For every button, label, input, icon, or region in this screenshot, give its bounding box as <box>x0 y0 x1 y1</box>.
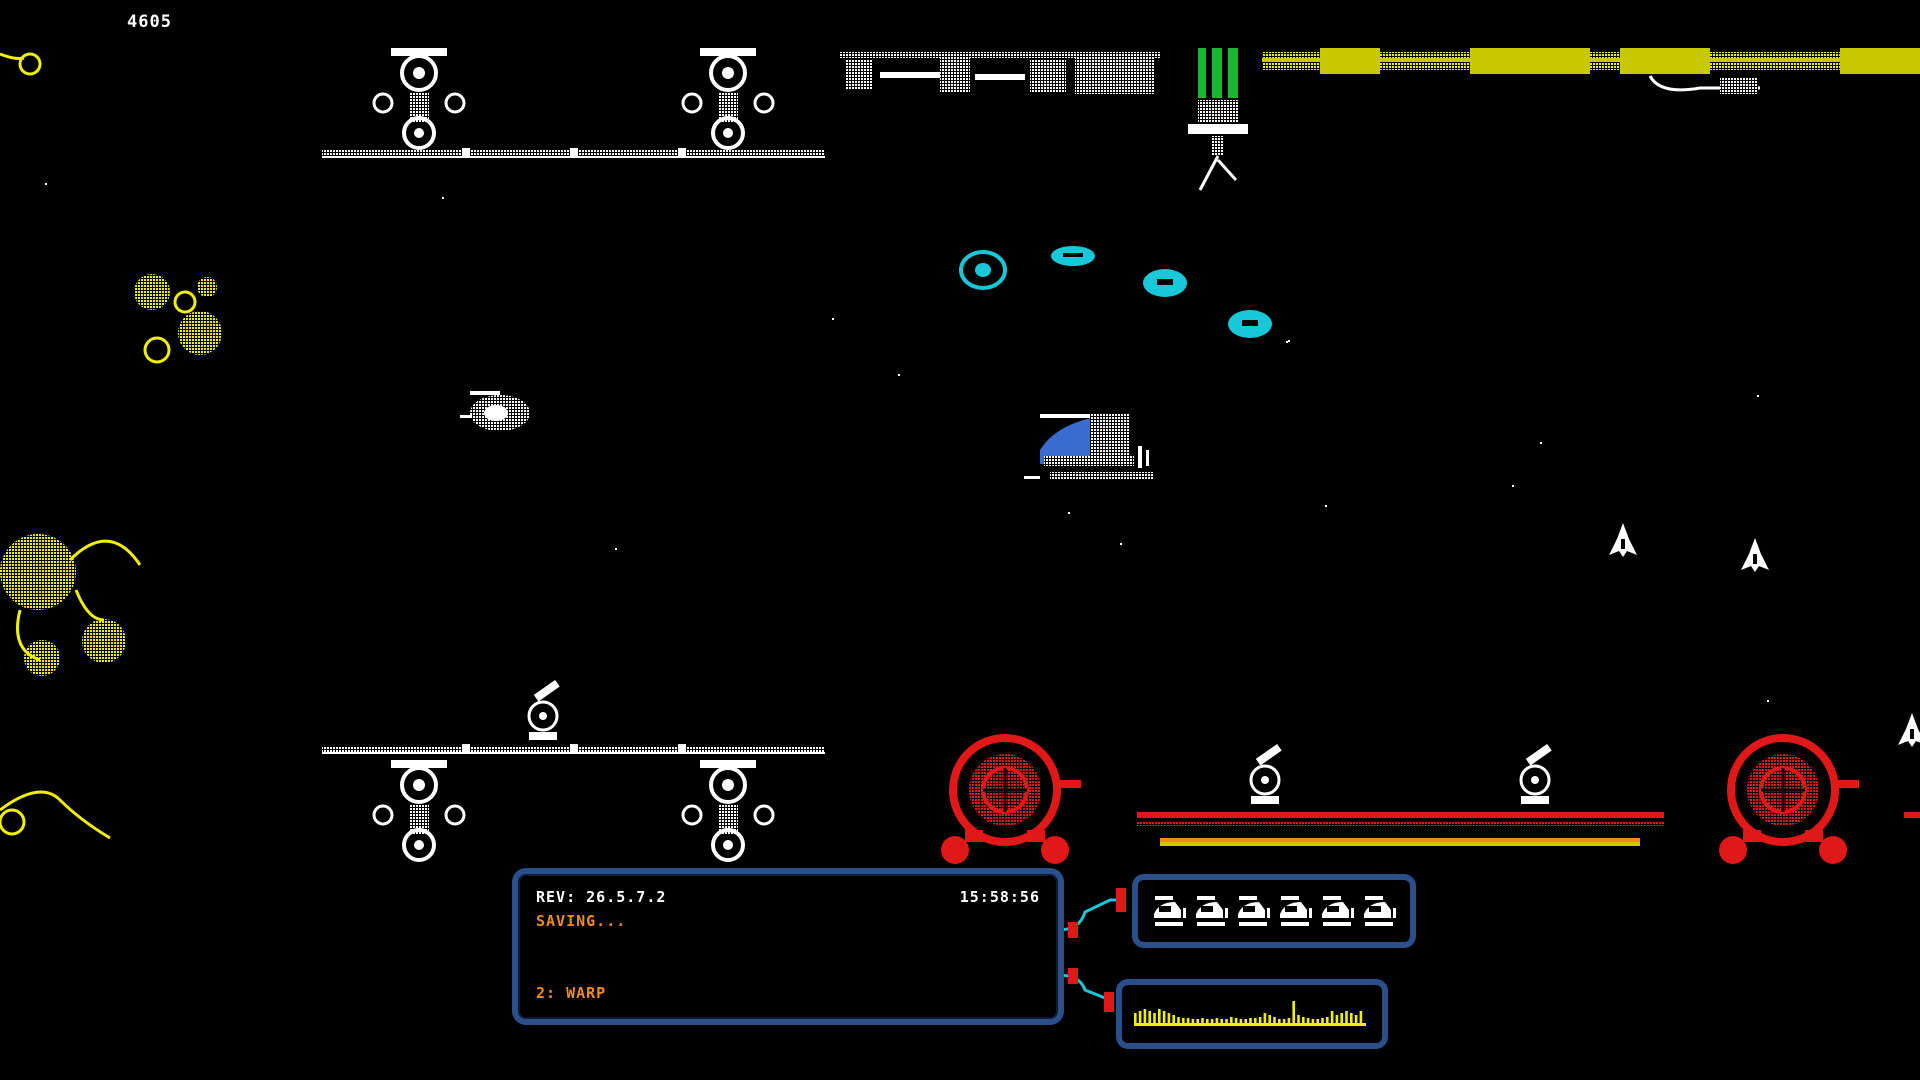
red-gear-turret-icon <box>1719 738 1859 864</box>
meter-bar <box>1134 1013 1137 1023</box>
meter-bar <box>1186 1018 1190 1023</box>
meter-bar <box>1210 1019 1214 1023</box>
meter-bar <box>1182 1018 1185 1023</box>
meter-baseline <box>1134 1023 1366 1026</box>
meter-bar <box>1220 1019 1223 1023</box>
lives-panel <box>1132 874 1416 948</box>
meter-bar <box>1359 1011 1363 1023</box>
meter-bar <box>1138 1011 1142 1023</box>
life-ship-icon <box>1154 896 1186 926</box>
meter-bar <box>1321 1018 1324 1023</box>
life-ship-icon <box>1238 896 1270 926</box>
cyan-drone-icon <box>1143 269 1187 297</box>
meter-bar <box>1287 1018 1291 1023</box>
meter-bar <box>1268 1015 1271 1023</box>
life-ship-icon <box>1364 896 1396 926</box>
upper-left-platform <box>322 46 825 158</box>
meter-bar <box>1225 1019 1228 1023</box>
status-message: SAVING... <box>536 912 627 930</box>
meter-bar <box>1282 1019 1286 1023</box>
rising-missile-icon <box>1609 523 1637 557</box>
ground-turret-icon <box>527 678 562 742</box>
life-ship-icon <box>1280 896 1312 926</box>
yellow-orb-creature <box>0 534 142 676</box>
score-readout: 4605 <box>127 12 172 32</box>
revision-label: REV: 26.5.7.2 <box>536 888 667 906</box>
meter-bar <box>1263 1013 1267 1023</box>
meter-bar <box>1302 1017 1305 1023</box>
meter-bar <box>1306 1018 1310 1023</box>
rail-turret-icon <box>1519 742 1554 806</box>
meter-bar <box>1177 1017 1180 1023</box>
meter-bar <box>1249 1018 1252 1023</box>
cyan-drone-icon <box>1228 310 1272 338</box>
meter-bar <box>1148 1011 1151 1023</box>
rising-missile-icon <box>1741 538 1769 572</box>
life-ship-icon <box>1196 896 1228 926</box>
meter-bar <box>1292 1001 1295 1023</box>
meter-bar <box>1230 1017 1233 1023</box>
lower-right-rail <box>1137 812 1920 846</box>
starfield <box>45 183 1769 702</box>
rising-missile-icon <box>1898 713 1920 747</box>
meter-bar <box>1191 1019 1195 1023</box>
message-console: REV: 26.5.7.2 15:58:56 SAVING... 2: WARP <box>512 868 1064 1025</box>
meter-bar <box>1254 1018 1257 1023</box>
meter-bar <box>1158 1009 1161 1023</box>
meter-bar <box>1244 1019 1247 1023</box>
meter-bar <box>1335 1015 1339 1023</box>
ceiling-machinery <box>840 52 1160 94</box>
meter-bar <box>1239 1019 1243 1023</box>
meter-bar <box>1326 1017 1329 1023</box>
meter-bar <box>1297 1015 1300 1023</box>
meter-bar <box>1258 1017 1262 1023</box>
energy-meter-bars <box>1134 1001 1366 1026</box>
yellow-spore-cluster <box>134 274 222 364</box>
scout-drone-icon <box>460 391 530 431</box>
rail-turret-icon <box>1249 742 1284 806</box>
hanging-claw-icon <box>1188 100 1248 191</box>
meter-bar <box>1143 1009 1147 1023</box>
red-gear-turret-icon <box>941 738 1081 864</box>
meter-bar <box>1273 1017 1276 1023</box>
meter-bar <box>1206 1019 1209 1023</box>
yellow-pipework <box>1262 48 1920 94</box>
clock-readout: 15:58:56 <box>959 888 1040 906</box>
meter-bar <box>1354 1015 1358 1023</box>
meter-bar <box>1345 1011 1348 1023</box>
meter-bar <box>1162 1011 1166 1023</box>
meter-bar <box>1316 1019 1319 1023</box>
meter-bar <box>1153 1013 1156 1023</box>
meter-bar <box>1196 1019 1199 1023</box>
meter-bar <box>1234 1018 1238 1023</box>
meter-bar <box>1215 1018 1219 1023</box>
meter-bar <box>1350 1013 1353 1023</box>
life-ship-icon <box>1322 896 1354 926</box>
meter-bar <box>1278 1019 1281 1023</box>
meter-bar <box>1340 1013 1343 1023</box>
cyan-drone-icon <box>959 250 1007 290</box>
meter-bar <box>1172 1015 1175 1023</box>
meter-bar <box>1330 1011 1334 1023</box>
lower-left-platform <box>322 678 825 862</box>
meter-bar <box>1201 1018 1204 1023</box>
cyan-drone-formation <box>959 246 1272 338</box>
energy-meter <box>1116 979 1388 1049</box>
menu-option-warp[interactable]: 2: WARP <box>536 984 607 1002</box>
yellow-tendril <box>0 52 111 840</box>
meter-bar <box>1167 1013 1171 1023</box>
cyan-drone-icon <box>1051 246 1095 266</box>
green-pipe-icon <box>1198 48 1238 98</box>
player-helicopter-icon <box>1024 414 1154 480</box>
meter-bar <box>1311 1019 1315 1023</box>
